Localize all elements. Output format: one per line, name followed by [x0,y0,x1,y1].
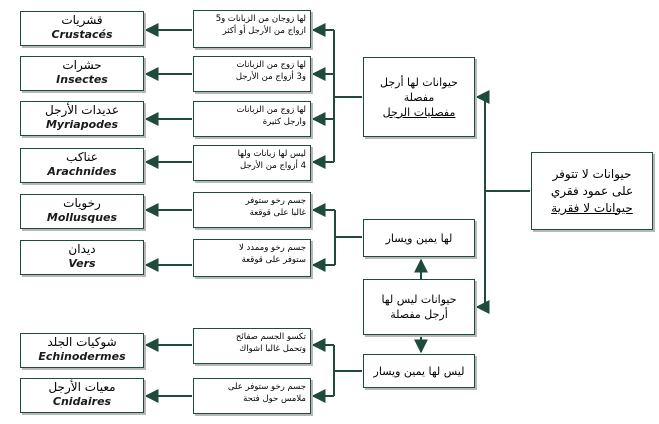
group-echinoderms-french: Echinodermes [38,350,126,363]
criteria-arachnids-line1: ليس لها زبانات ولها [237,149,306,159]
group-echinoderms-arabic: شوكيات الجلد [47,335,117,349]
non-arthropods-line1: حيوانات ليس لها [381,293,457,306]
group-cnidarians: معيات الأرجل Cnidaires [20,378,144,413]
criteria-worms-line1: جسم رخو وممدد لا [238,243,306,253]
non-symmetric-label: ليس لها يمين ويسار [373,364,465,378]
group-mollusks-french: Mollusques [46,211,118,224]
group-insects-french: Insectes [56,73,108,86]
group-insects: حشرات Insectes [20,56,144,91]
criteria-cnidarians-line1: جسم رخو ستوفر على [227,382,306,392]
group-mollusks-arabic: رخويات [63,196,101,210]
criteria-worms: جسم رخو وممدد لا ستوفر على قوقعة [193,239,311,277]
criteria-mollusks-line2: غالبا على قوقعة [249,208,306,218]
criteria-crustaceans: لها زوجان من الزبانات و5 ازواج من الأرجل… [193,10,311,48]
criteria-cnidarians: جسم رخو ستوفر على ملامس حول فتحة [193,378,311,414]
criteria-myriapods: لها زوج من الزبانات وارجل كثيرة [193,101,311,137]
criteria-insects: لها زوج من الزبانات و3 أزواج من الأرجل [193,56,311,92]
criteria-myriapods-line1: لها زوج من الزبانات [236,105,306,115]
group-crustaceans: قشريات Crustacés [20,11,144,46]
group-mollusks: رخويات Mollusques [20,194,144,229]
non-symmetric-node: ليس لها يمين ويسار [363,354,475,388]
group-arachnids: عناكب Arachnides [20,148,144,183]
criteria-mollusks: جسم رخو ستوفر غالبا على قوقعة [193,192,311,228]
criteria-insects-line2: و3 أزواج من الأرجل [235,72,306,82]
criteria-echinoderms-line2: وتحمل غالبا اشواك [239,344,306,354]
arthropods-line1: حيوانات لها أرجل [380,75,458,89]
criteria-crustaceans-line2: ازواج من الأرجل أو أكثر [222,26,306,36]
group-myriapods-arabic: عديدات الأرجل [44,103,120,117]
group-cnidarians-french: Cnidaires [52,395,112,408]
symmetric-label: لها يمين ويسار [385,231,453,245]
symmetric-node: لها يمين ويسار [363,219,475,257]
arthropods-line2: مفصلة [403,90,435,104]
criteria-mollusks-line1: جسم رخو ستوفر [245,196,306,206]
criteria-worms-line2: ستوفر على قوقعة [241,255,306,265]
criteria-echinoderms: تكسو الجسم صفائح وتحمل غالبا اشواك [193,328,311,364]
group-crustaceans-arabic: قشريات [61,13,103,27]
group-cnidarians-arabic: معيات الأرجل [48,380,116,394]
arthropods-node: حيوانات لها أرجل مفصلة مفصليات الرجل [363,57,475,137]
criteria-insects-line1: لها زوج من الزبانات [236,60,306,70]
criteria-echinoderms-line1: تكسو الجسم صفائح [235,332,306,342]
criteria-crustaceans-line1: لها زوجان من الزبانات و5 [215,14,306,24]
root-line3: حيوانات لا فقرية [551,200,633,215]
group-worms: ديدان Vers [20,240,144,275]
root-node-invertebrates: حيوانات لا تتوفر على عمود فقري حيوانات ل… [531,152,653,230]
criteria-cnidarians-line2: ملامس حول فتحة [243,394,306,404]
group-arachnids-arabic: عناكب [66,150,98,164]
group-crustaceans-french: Crustacés [51,28,113,41]
root-line2: على عمود فقري [550,183,634,198]
group-insects-arabic: حشرات [62,58,102,72]
arthropods-line3: مفصليات الرجل [382,105,456,119]
group-worms-french: Vers [68,257,96,270]
non-arthropods-line2: أرجل مفصلة [390,308,448,321]
group-worms-arabic: ديدان [68,242,96,256]
criteria-myriapods-line2: وارجل كثيرة [262,117,306,127]
criteria-arachnids: ليس لها زبانات ولها 4 أزواج من الأرجل [193,145,311,181]
root-line1: حيوانات لا تتوفر [552,166,632,181]
group-myriapods-french: Myriapodes [45,118,119,131]
non-arthropods-node: حيوانات ليس لها أرجل مفصلة [363,279,475,335]
criteria-arachnids-line2: 4 أزواج من الأرجل [240,161,306,171]
group-arachnids-french: Arachnides [47,165,117,178]
group-myriapods: عديدات الأرجل Myriapodes [20,101,144,136]
group-echinoderms: شوكيات الجلد Echinodermes [20,333,144,368]
